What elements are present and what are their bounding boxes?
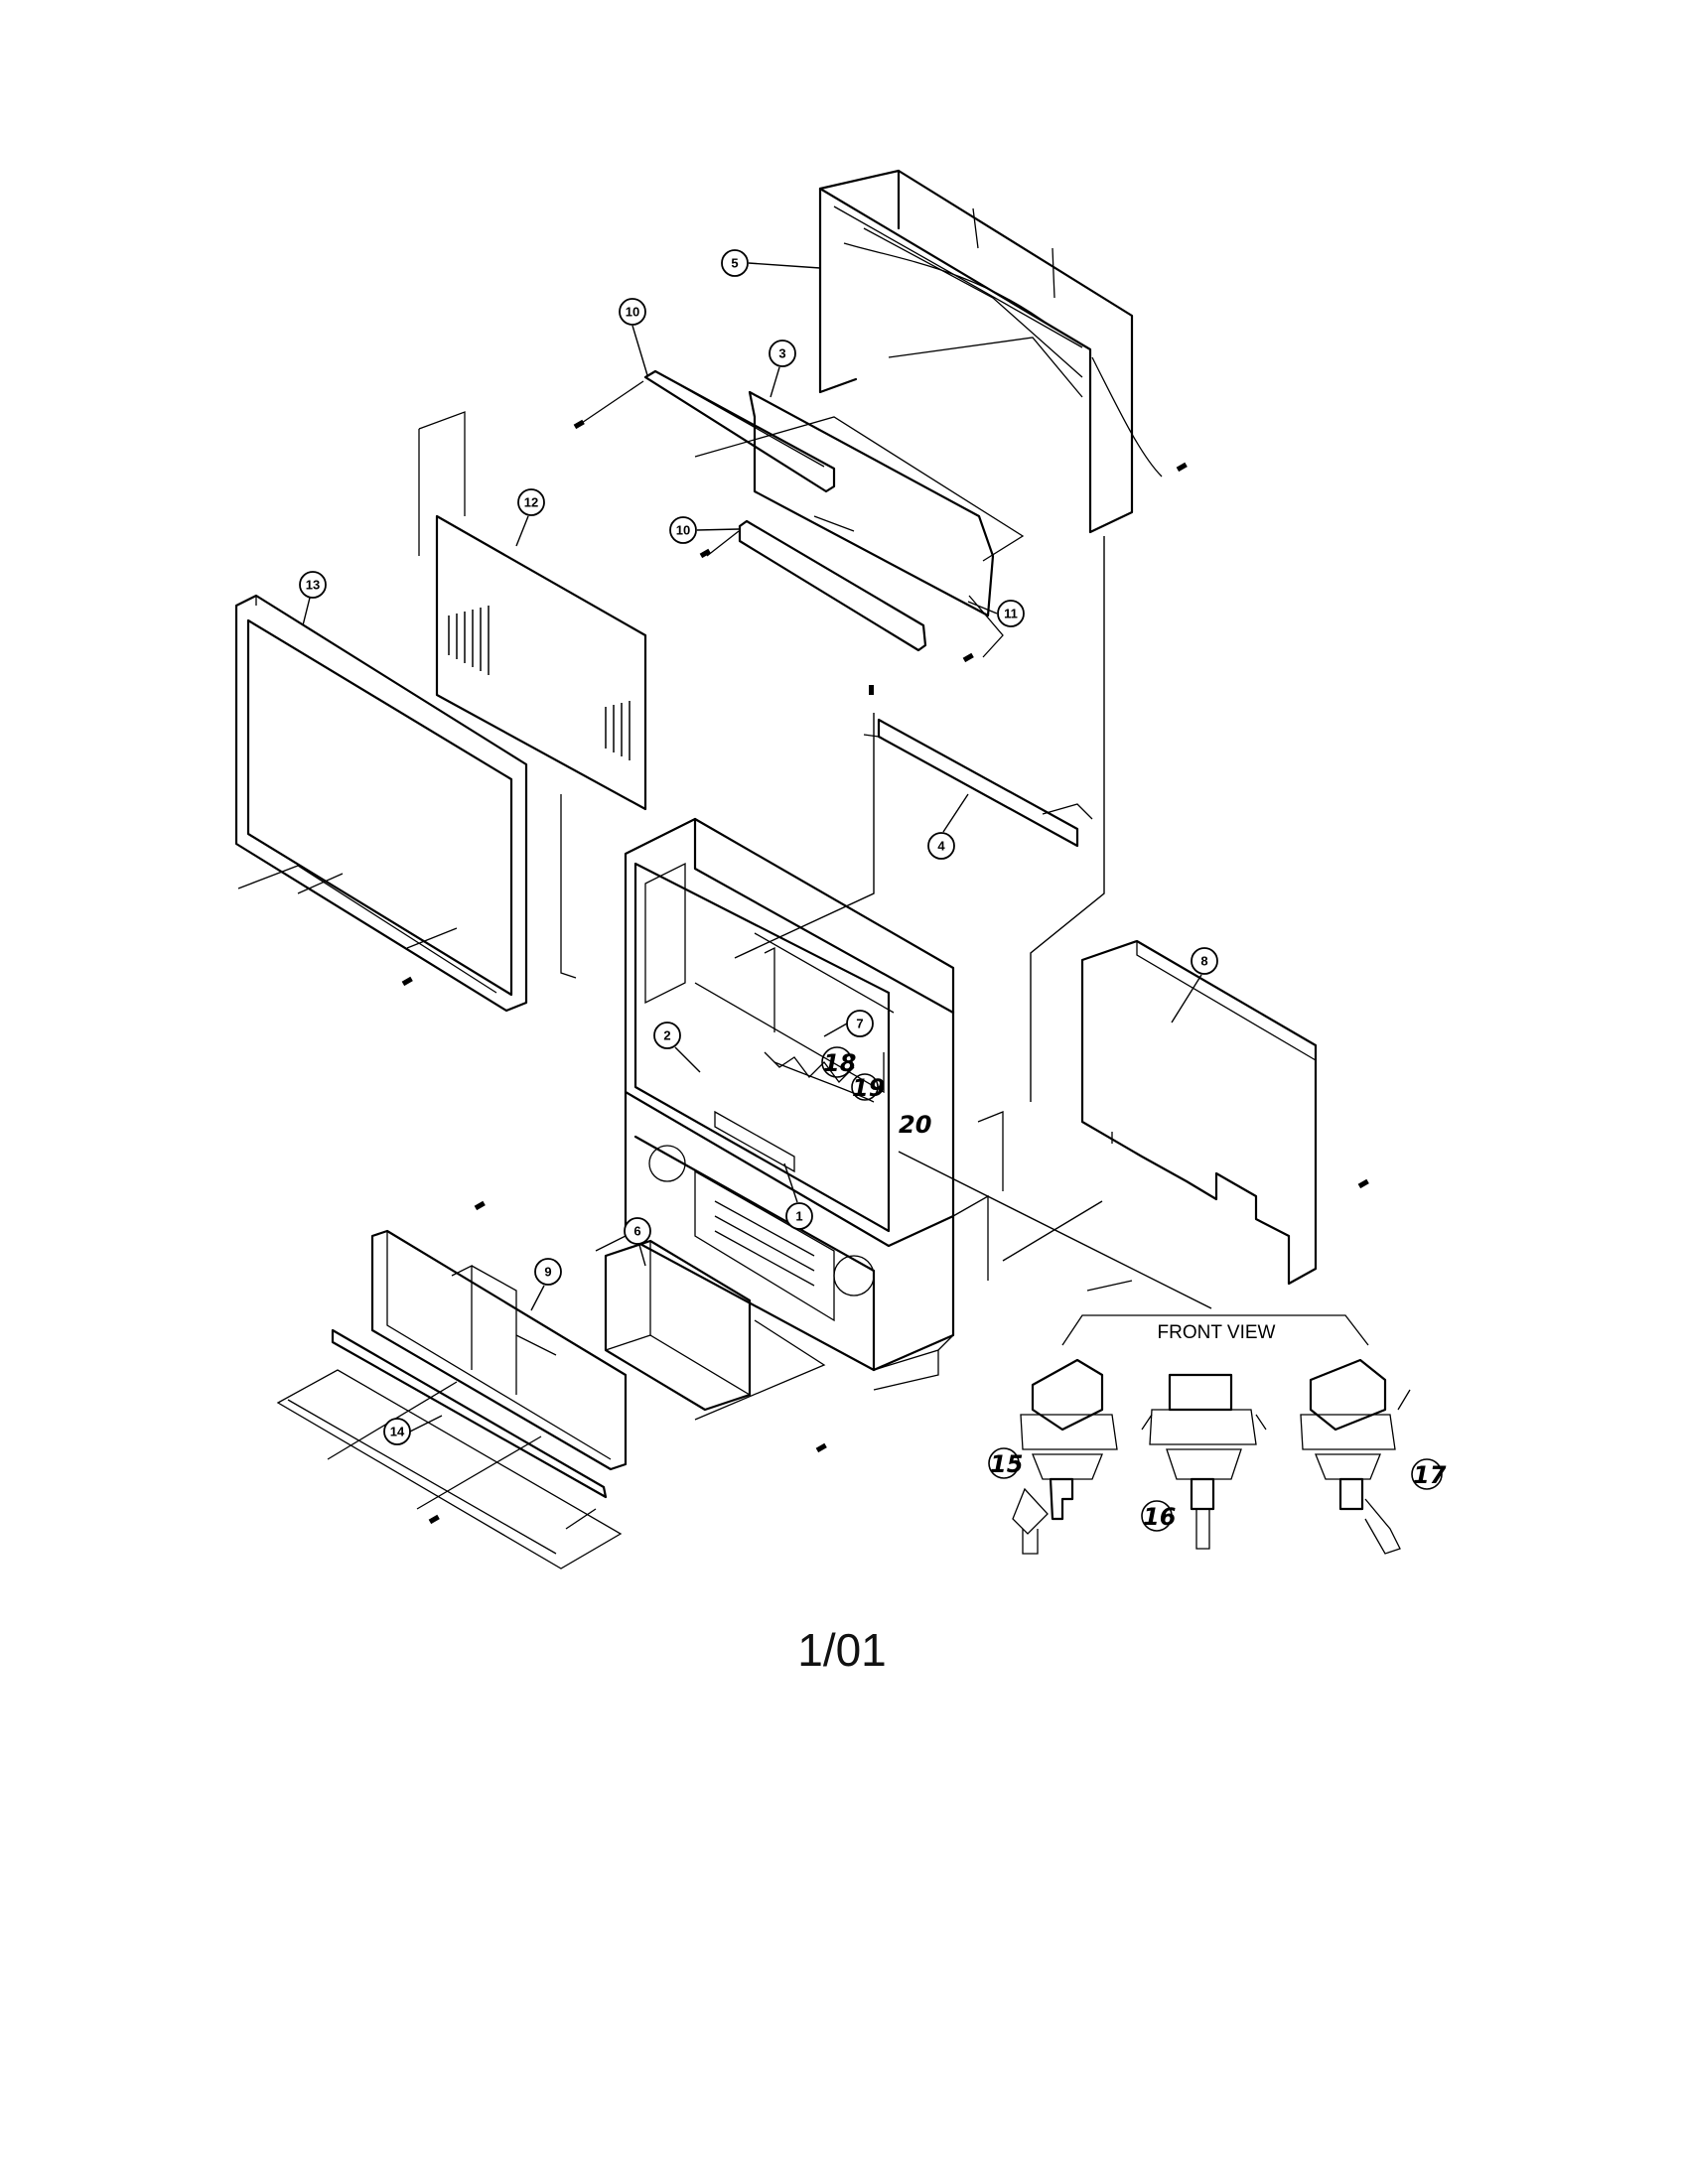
svg-text:18: 18 [823, 1049, 856, 1077]
wire-stub [1086, 1280, 1133, 1292]
callout-13: 13 [299, 571, 327, 626]
svg-text:6: 6 [633, 1224, 640, 1239]
svg-text:8: 8 [1200, 954, 1207, 969]
callout-8: 8 [1171, 947, 1218, 1024]
svg-text:20: 20 [899, 1111, 931, 1139]
callout-14: 14 [383, 1415, 443, 1445]
svg-text:17: 17 [1413, 1461, 1447, 1489]
unit-15 [1012, 1358, 1118, 1555]
callout-3: 3 [769, 340, 796, 398]
callout-12: 12 [515, 488, 545, 547]
callout-1: 1 [783, 1162, 813, 1230]
callout-6: 6 [624, 1217, 651, 1267]
svg-text:12: 12 [524, 495, 538, 510]
svg-text:11: 11 [1004, 607, 1018, 621]
wire-side-panel [1002, 1200, 1103, 1262]
callouts: 5 10 3 12 10 11 13 4 8 7 2 1 6 9 14 [299, 249, 1218, 1445]
callout-2: 2 [653, 1022, 701, 1073]
callout-7: 7 [823, 1010, 874, 1037]
callout-9: 9 [530, 1258, 562, 1311]
part-6-lower-bin [604, 1239, 752, 1412]
svg-text:4: 4 [937, 839, 945, 854]
svg-text:1: 1 [795, 1209, 802, 1224]
callout-5: 5 [721, 249, 821, 277]
bin-guide [694, 1319, 826, 1421]
hand-callout-17: 17 [1411, 1458, 1447, 1490]
part-10-lower-rail [706, 519, 927, 652]
hand-callout-15: 15 [988, 1447, 1023, 1479]
svg-text:10: 10 [626, 305, 639, 320]
front-view-label: FRONT VIEW [1158, 1322, 1276, 1343]
svg-text:2: 2 [663, 1028, 670, 1043]
part-10-upper-rail [575, 369, 836, 493]
part-8-side-panel [1080, 939, 1318, 1286]
page-footer-date: 1/01 [797, 1624, 887, 1676]
svg-text:14: 14 [390, 1425, 405, 1439]
svg-text:15: 15 [990, 1450, 1023, 1478]
part-4-bracket [863, 718, 1093, 848]
hand-callout-16: 16 [1141, 1500, 1176, 1532]
svg-text:16: 16 [1143, 1503, 1176, 1531]
wire-to-front-view [898, 1151, 1212, 1309]
svg-text:5: 5 [731, 256, 738, 271]
hand-callout-20: 20 [899, 1111, 931, 1139]
hand-callout-18: 18 [821, 1046, 856, 1078]
svg-text:3: 3 [778, 346, 785, 361]
callout-4: 4 [927, 793, 969, 860]
part-14-base-frame [276, 1328, 623, 1570]
wire-to-bracket [734, 713, 875, 959]
svg-text:7: 7 [856, 1017, 863, 1031]
svg-text:13: 13 [306, 578, 320, 593]
hand-callout-19: 19 [851, 1073, 885, 1102]
svg-text:19: 19 [852, 1074, 885, 1102]
wire-right-down [1030, 536, 1105, 1102]
part-3-shelf [694, 390, 1025, 617]
part-9-front-grille [370, 1229, 628, 1471]
main-cabinet [595, 817, 1004, 1391]
callout-11: 11 [967, 600, 1025, 627]
handwritten-callouts: 18 19 20 15 16 17 [821, 1046, 1447, 1532]
callout-10-lower: 10 [669, 516, 740, 544]
part-5-rear-cover [818, 169, 1163, 534]
svg-text:9: 9 [544, 1265, 551, 1280]
callout-10-upper: 10 [619, 298, 648, 376]
unit-16 [1141, 1373, 1267, 1550]
screws [401, 419, 1369, 1525]
front-view-group: FRONT VIEW [1012, 1314, 1411, 1555]
part-11-bracket [968, 595, 1004, 658]
part-13-screen-frame [234, 594, 577, 1013]
svg-text:10: 10 [676, 523, 690, 538]
part-12-rear-panel [418, 411, 647, 811]
unit-17 [1300, 1358, 1411, 1555]
